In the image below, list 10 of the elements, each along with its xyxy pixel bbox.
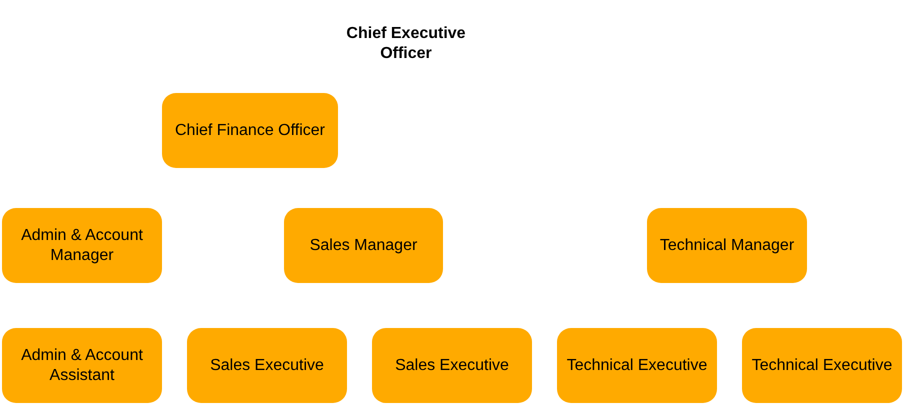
role-box: Technical Manager bbox=[647, 208, 807, 283]
role-box: Chief Finance Officer bbox=[162, 93, 338, 168]
role-box: Sales Executive bbox=[187, 328, 347, 403]
role-box: Sales Manager bbox=[284, 208, 443, 283]
role-box: Sales Executive bbox=[372, 328, 532, 403]
role-box: Technical Executive bbox=[557, 328, 717, 403]
role-box: Admin & Account Manager bbox=[2, 208, 162, 283]
role-box: Admin & Account Assistant bbox=[2, 328, 162, 403]
role-box: Technical Executive bbox=[742, 328, 902, 403]
node-title: Chief Executive Officer bbox=[345, 24, 467, 64]
